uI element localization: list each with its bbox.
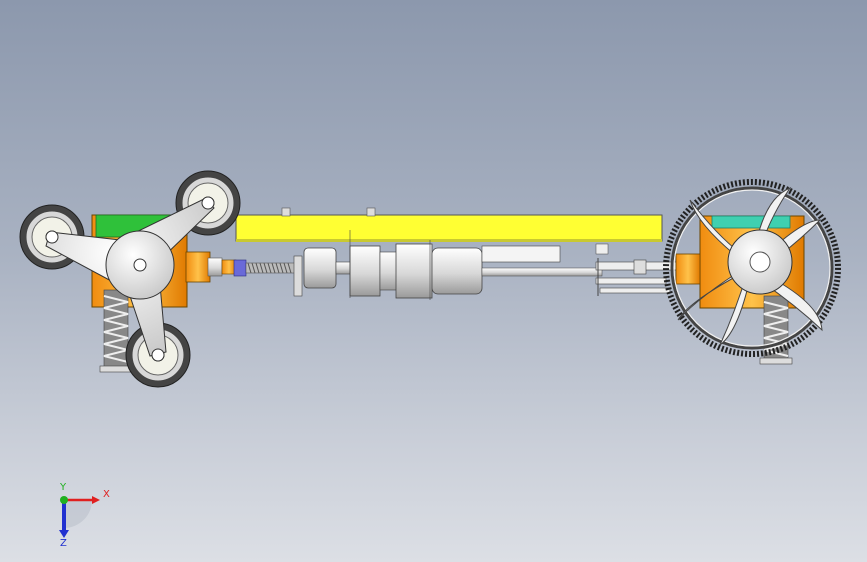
y-axis-label: Y xyxy=(59,482,67,493)
left-suspension-spring xyxy=(99,289,133,373)
y-axis-dot xyxy=(60,496,68,504)
coordinate-triad: X Y Z xyxy=(59,482,110,548)
right-gear-wheel[interactable] xyxy=(663,179,841,357)
x-axis-label: X xyxy=(103,489,110,500)
left-tri-wheel[interactable] xyxy=(19,170,241,388)
z-axis-label: Z xyxy=(60,538,67,548)
main-frame xyxy=(235,207,663,242)
motor-gearbox xyxy=(303,230,609,300)
right-suspension-spring xyxy=(759,295,793,365)
lead-screw xyxy=(233,255,303,297)
